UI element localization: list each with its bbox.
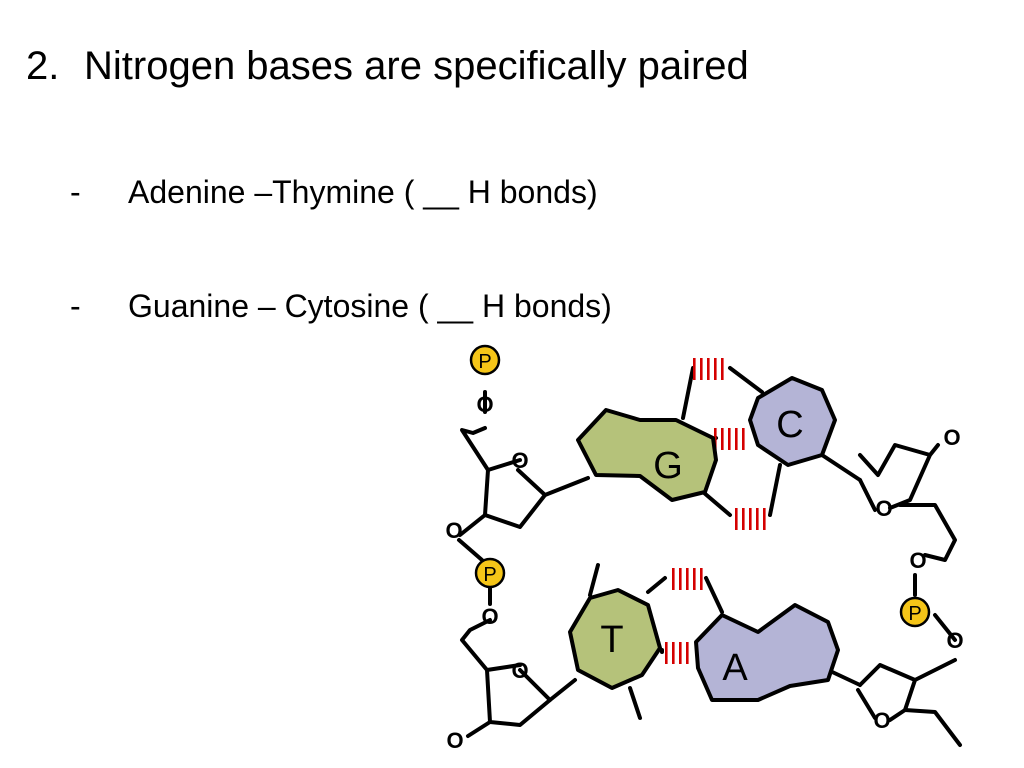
hbond-gc-2: [712, 428, 748, 450]
oxygen-label: O: [481, 604, 498, 629]
slide-heading: 2. Nitrogen bases are specifically paired: [26, 40, 749, 92]
base-label-c: C: [776, 404, 803, 446]
base-adenine: A: [694, 603, 840, 702]
hbond-at-1: [668, 568, 706, 590]
phosphate-label: P: [908, 603, 921, 625]
bullet-text: Adenine –Thymine ( __ H bonds): [128, 174, 598, 210]
phosphate-mid-left: P: [474, 557, 506, 589]
bullet-adenine-thymine: - Adenine –Thymine ( __ H bonds): [70, 172, 598, 212]
oxygen-label: O: [446, 728, 463, 753]
base-cytosine: C: [748, 376, 837, 467]
phosphate-top-left: P: [469, 344, 501, 376]
phosphate-right: P: [899, 596, 931, 628]
oxygen-label: O: [943, 425, 960, 450]
phosphate-label: P: [483, 564, 496, 586]
oxygen-label: O: [873, 708, 890, 733]
hbond-connectors: [588, 366, 782, 720]
bullet-text: Guanine – Cytosine ( __ H bonds): [128, 288, 612, 324]
dna-base-pairing-diagram: G C T A P P P O O O O O O O O O O O: [445, 344, 964, 753]
bullet-guanine-cytosine: - Guanine – Cytosine ( __ H bonds): [70, 286, 612, 326]
base-thymine: T: [568, 588, 662, 690]
oxygen-label: O: [511, 448, 528, 473]
oxygen-label: O: [946, 628, 963, 653]
oxygen-label: O: [476, 392, 493, 417]
hydrogen-bonds: [662, 358, 770, 664]
heading-number: 2.: [26, 44, 60, 88]
hbond-gc-1: [692, 358, 726, 380]
base-label-a: A: [722, 647, 748, 689]
sugar-phosphate-backbone: [457, 390, 962, 747]
base-label-g: G: [653, 445, 683, 487]
base-guanine: G: [576, 408, 718, 502]
oxygen-labels: O O O O O O O O O O O: [445, 392, 963, 753]
heading-text: Nitrogen bases are specifically paired: [84, 44, 749, 88]
bullet-marker: -: [70, 288, 81, 324]
oxygen-label: O: [511, 658, 528, 683]
base-label-t: T: [600, 619, 623, 661]
hbond-gc-3: [732, 508, 770, 530]
phosphate-label: P: [478, 351, 491, 373]
oxygen-label: O: [909, 548, 926, 573]
hbond-at-2: [662, 642, 692, 664]
oxygen-label: O: [875, 496, 892, 521]
oxygen-label: O: [445, 518, 462, 543]
bullet-marker: -: [70, 174, 81, 210]
